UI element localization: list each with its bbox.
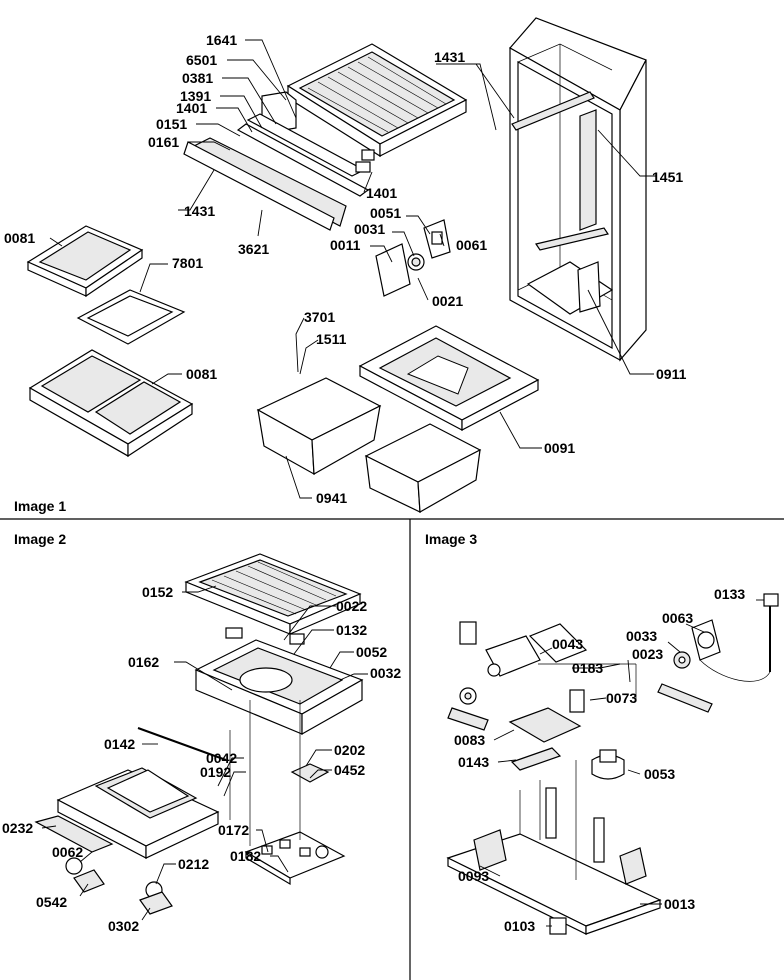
label-0081-upper: 0081 bbox=[4, 230, 35, 246]
label-0302: 0302 bbox=[108, 918, 139, 934]
label-0183: 0183 bbox=[572, 660, 603, 676]
label-0073: 0073 bbox=[606, 690, 637, 706]
label-0152: 0152 bbox=[142, 584, 173, 600]
image1-labels: 1641 6501 0381 1391 1401 0151 0161 1431 … bbox=[4, 32, 687, 506]
label-0051: 0051 bbox=[370, 205, 401, 221]
label-0052: 0052 bbox=[356, 644, 387, 660]
crisper-pans bbox=[256, 325, 540, 513]
panel-title-image2: Image 2 bbox=[14, 531, 66, 547]
circuit-board bbox=[229, 700, 346, 886]
bracket-0023 bbox=[657, 683, 713, 713]
thermostat-probe bbox=[699, 593, 779, 682]
label-0023: 0023 bbox=[632, 646, 663, 662]
label-1451: 1451 bbox=[652, 169, 683, 185]
label-6501: 6501 bbox=[186, 52, 217, 68]
label-0022: 0022 bbox=[336, 598, 367, 614]
label-0142: 0142 bbox=[104, 736, 135, 752]
label-3621: 3621 bbox=[238, 241, 269, 257]
image1-drawing bbox=[26, 17, 647, 513]
label-0063: 0063 bbox=[662, 610, 693, 626]
label-0161: 0161 bbox=[148, 134, 179, 150]
label-7801: 7801 bbox=[172, 255, 203, 271]
image3-drawing bbox=[446, 593, 779, 935]
control-tray bbox=[194, 627, 364, 783]
top-shelf-cover bbox=[286, 43, 468, 158]
label-0232: 0232 bbox=[2, 820, 33, 836]
label-0381: 0381 bbox=[182, 70, 213, 86]
control-housing bbox=[183, 91, 375, 231]
label-1641: 1641 bbox=[206, 32, 237, 48]
label-1431-top: 1431 bbox=[434, 49, 465, 65]
label-0062: 0062 bbox=[52, 844, 83, 860]
refrigerator-cabinet bbox=[509, 17, 647, 362]
thermostat-housing bbox=[673, 619, 721, 669]
label-0053: 0053 bbox=[644, 766, 675, 782]
panel-title-image1: Image 1 bbox=[14, 498, 66, 514]
label-0162: 0162 bbox=[128, 654, 159, 670]
label-0043: 0043 bbox=[552, 636, 583, 652]
label-0103: 0103 bbox=[504, 918, 535, 934]
label-3701: 3701 bbox=[304, 309, 335, 325]
shelf-frame bbox=[76, 289, 186, 345]
image2-drawing bbox=[34, 553, 364, 915]
sensor-0053 bbox=[591, 749, 625, 780]
label-1401-lower: 1401 bbox=[366, 185, 397, 201]
label-0013: 0013 bbox=[664, 896, 695, 912]
label-0132: 0132 bbox=[336, 622, 367, 638]
image1-leaders bbox=[49, 39, 656, 499]
control-rod bbox=[137, 727, 227, 761]
label-0452: 0452 bbox=[334, 762, 365, 778]
label-0542: 0542 bbox=[36, 894, 67, 910]
connector-0103 bbox=[549, 917, 567, 935]
crisper-cover-top bbox=[184, 553, 362, 635]
image2-leaders bbox=[41, 585, 368, 921]
label-0212: 0212 bbox=[178, 856, 209, 872]
label-0031: 0031 bbox=[354, 221, 385, 237]
label-0081-lower: 0081 bbox=[186, 366, 217, 382]
lower-plate bbox=[34, 767, 220, 915]
image3-labels: 0133 0063 0033 0043 0023 0183 0073 0083 … bbox=[454, 586, 745, 934]
bracket-0143 bbox=[510, 747, 562, 771]
label-0091: 0091 bbox=[544, 440, 575, 456]
label-0143: 0143 bbox=[458, 754, 489, 770]
label-0093: 0093 bbox=[458, 868, 489, 884]
label-0032: 0032 bbox=[370, 665, 401, 681]
image2-labels: 0152 0022 0132 0052 0032 0162 0142 0202 … bbox=[2, 584, 401, 934]
light-socket-assembly bbox=[375, 219, 451, 297]
label-0133: 0133 bbox=[714, 586, 745, 602]
label-1401-upper: 1401 bbox=[176, 100, 207, 116]
label-0911: 0911 bbox=[656, 366, 687, 382]
crisper-cover bbox=[28, 349, 194, 458]
shield-0083 bbox=[508, 707, 582, 743]
image3-leaders bbox=[479, 599, 764, 927]
label-1511: 1511 bbox=[316, 331, 347, 347]
label-0061: 0061 bbox=[456, 237, 487, 253]
panel-dividers bbox=[0, 518, 784, 980]
label-0172: 0172 bbox=[218, 822, 249, 838]
label-0033: 0033 bbox=[626, 628, 657, 644]
glass-shelf-upper bbox=[26, 225, 144, 298]
light-assemblies bbox=[447, 621, 588, 731]
label-0202: 0202 bbox=[334, 742, 365, 758]
label-0192: 0192 bbox=[200, 764, 231, 780]
panel-title-image3: Image 3 bbox=[425, 531, 477, 547]
label-0021: 0021 bbox=[432, 293, 463, 309]
label-0941: 0941 bbox=[316, 490, 347, 506]
label-0182: 0182 bbox=[230, 848, 261, 864]
label-0042: 0042 bbox=[206, 750, 237, 766]
label-0083: 0083 bbox=[454, 732, 485, 748]
label-0011: 0011 bbox=[330, 237, 361, 253]
label-1431-left: 1431 bbox=[184, 203, 215, 219]
label-1391: 1391 bbox=[180, 88, 211, 104]
label-0151: 0151 bbox=[156, 116, 187, 132]
base-plate bbox=[446, 760, 662, 935]
